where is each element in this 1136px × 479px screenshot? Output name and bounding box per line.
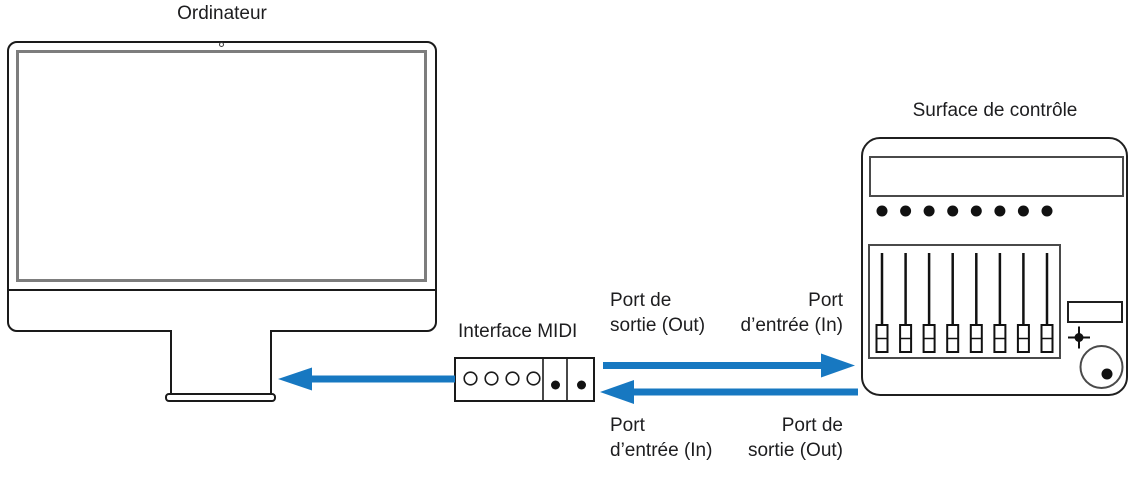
knob-dot-icon <box>970 205 982 217</box>
port-label-in-top: Port d’entrée (In) <box>690 288 843 338</box>
arrow-midi-to-computer <box>278 367 455 391</box>
knob-dot-icon <box>900 205 912 217</box>
midi-interface-box <box>454 357 595 402</box>
midi-interface-label: Interface MIDI <box>458 321 578 342</box>
fader <box>899 253 913 353</box>
knob-dots-row <box>876 205 1053 217</box>
port-label-line: Port <box>610 415 645 436</box>
arrow-shaft <box>308 375 455 383</box>
port-label-line: Port <box>808 290 843 311</box>
port-label-line: Port de <box>781 415 843 436</box>
port-label-line: d’entrée (In) <box>740 315 843 336</box>
fader-panel <box>868 244 1061 359</box>
port-label-line: sortie (Out) <box>610 315 706 336</box>
fader <box>922 253 936 353</box>
midi-port-circle-icon <box>484 371 499 386</box>
knob-dot-icon <box>1017 205 1029 217</box>
surface-button <box>1067 301 1123 323</box>
knob-dot-icon <box>923 205 935 217</box>
computer-label: Ordinateur <box>177 3 267 24</box>
arrowhead-right-icon <box>821 353 855 378</box>
port-label-line: Port de <box>610 290 672 311</box>
fader <box>946 253 960 353</box>
knob-dot-icon <box>876 205 888 217</box>
arrowhead-left-icon <box>600 380 634 404</box>
arrow-surface-to-midi <box>600 380 858 404</box>
fader <box>875 253 889 353</box>
midi-ports-row <box>463 371 541 386</box>
computer-stand <box>170 330 272 394</box>
faders <box>875 253 1054 353</box>
port-label-in-bottom: Port d’entrée (In) <box>610 413 712 463</box>
control-surface-illustration <box>861 137 1128 396</box>
computer-chin-divider <box>8 289 435 291</box>
arrow-shaft <box>632 388 858 396</box>
midi-port-circle-icon <box>526 371 541 386</box>
fader <box>1016 253 1030 353</box>
computer-screen <box>16 50 427 282</box>
jog-wheel <box>1079 345 1124 389</box>
camera-icon <box>219 42 224 47</box>
fader <box>969 253 983 353</box>
midi-indicator-dot-icon <box>577 380 586 390</box>
port-label-line: d’entrée (In) <box>610 440 713 461</box>
midi-indicator-dot-icon <box>551 380 560 390</box>
arrowhead-left-icon <box>278 367 312 391</box>
midi-port-circle-icon <box>505 371 520 386</box>
knob-dot-icon <box>1041 205 1053 217</box>
control-surface-label: Surface de contrôle <box>912 100 1078 121</box>
knob-dot-icon <box>994 205 1006 217</box>
midi-interface-illustration <box>454 357 595 402</box>
crosshair-icon <box>1068 326 1090 349</box>
computer-stand-base <box>165 393 276 402</box>
control-surface-display <box>869 156 1124 197</box>
port-label-out-top: Port de sortie (Out) <box>610 288 705 338</box>
port-label-out-bottom: Port de sortie (Out) <box>690 413 843 463</box>
fader <box>993 253 1007 353</box>
arrow-midi-to-surface <box>603 353 855 378</box>
midi-port-circle-icon <box>463 371 478 386</box>
port-label-line: sortie (Out) <box>747 440 843 461</box>
knob-dot-icon <box>947 205 959 217</box>
arrow-shaft <box>603 362 823 369</box>
fader <box>1040 253 1054 353</box>
